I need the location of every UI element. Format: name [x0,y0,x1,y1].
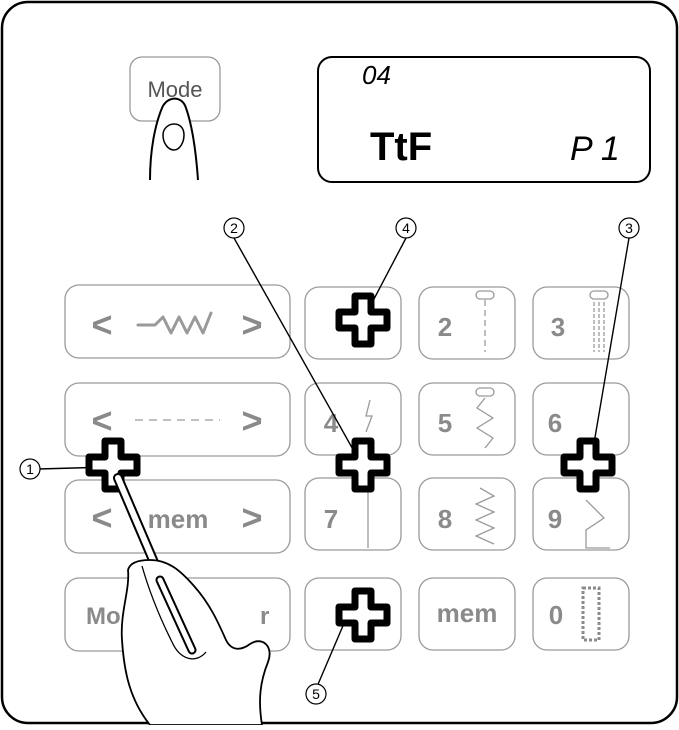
mem-nav-key[interactable]: < mem > [64,479,291,554]
svg-text:2: 2 [230,220,238,236]
touch-point-2 [335,437,391,493]
svg-text:8: 8 [438,504,452,534]
svg-text:Mo: Mo [86,603,121,630]
mode-button[interactable]: Mode [129,56,221,122]
callout-1: 1 [19,458,41,480]
svg-text:mem: mem [148,504,209,534]
touch-point-5 [335,587,391,643]
svg-text:1: 1 [26,461,34,477]
key-5[interactable]: 5 [418,382,516,456]
finger-icon [149,97,199,181]
svg-text:5: 5 [438,408,452,438]
callout-3: 3 [618,217,640,239]
svg-text:3: 3 [625,220,633,236]
hand-with-stylus-icon [113,473,271,726]
zigzag-icon [136,311,213,335]
stitch-length-key[interactable]: < > [64,382,291,457]
svg-text:r: r [260,603,269,630]
key-4[interactable]: 4 [304,382,402,456]
blind-stitch-icon [585,499,610,549]
triple-stitch-icon [593,302,605,352]
lcd-line1: 04 [362,60,391,90]
key-6[interactable]: 6 [532,382,630,456]
lcd-line2-left: TtF [370,125,432,169]
svg-text:>: > [241,400,262,441]
buttonhole-icon [581,586,601,642]
key-9[interactable]: 9 [532,477,630,551]
mem-key[interactable]: mem [418,577,516,651]
callout-2: 2 [223,217,245,239]
svg-text:6: 6 [548,408,562,438]
needle-icon [589,290,609,300]
key-3[interactable]: 3 [532,286,630,360]
touch-point-3 [560,437,616,493]
svg-text:9: 9 [548,504,562,534]
svg-text:>: > [241,304,262,345]
zigzag-width-key[interactable]: < > [64,284,291,359]
svg-text:0: 0 [549,600,563,630]
svg-text:7: 7 [324,504,338,534]
svg-text:<: < [91,497,112,538]
lcd-line2-right: P 1 [570,130,620,168]
lightning-stitch-icon [365,399,373,433]
callout-5: 5 [305,683,327,705]
key-0[interactable]: 0 [532,577,630,651]
needle-icon [475,290,495,300]
lcd-display: 04 TtF P 1 [317,56,651,183]
svg-text:3: 3 [551,312,565,342]
svg-text:5: 5 [312,686,320,702]
multi-zigzag-icon [474,487,496,545]
callout-4: 4 [395,217,417,239]
key-2[interactable]: 2 [418,286,516,360]
svg-text:<: < [91,400,112,441]
svg-text:4: 4 [402,220,410,236]
touch-point-4 [335,292,391,348]
svg-text:4: 4 [324,408,339,438]
svg-text:>: > [241,497,262,538]
svg-text:mem: mem [437,598,498,628]
svg-text:2: 2 [438,312,452,342]
key-8[interactable]: 8 [418,477,516,551]
zigzag-stitch-icon [475,397,495,449]
svg-text:<: < [91,304,112,345]
needle-icon [475,387,495,397]
